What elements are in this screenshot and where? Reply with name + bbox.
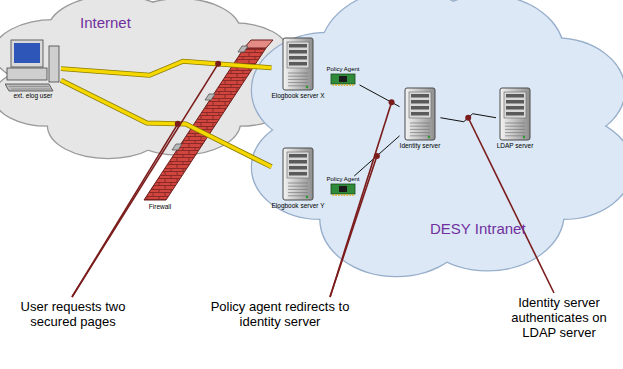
lightning-outline <box>61 80 272 167</box>
leader-dot <box>374 153 380 159</box>
server-node: Identity server <box>400 86 441 149</box>
leader-line <box>72 64 218 297</box>
leader-dot <box>215 61 221 67</box>
leader-dot <box>175 121 181 127</box>
lightning-connection <box>61 61 271 75</box>
computer-node: ext. elog user <box>5 38 61 99</box>
server-node: Elogbook server X <box>271 36 324 99</box>
agent-label: Policy Agent <box>326 66 359 73</box>
cloud-label: DESY Intranet <box>430 220 526 237</box>
leader-dot <box>465 115 471 121</box>
network-link <box>354 136 399 176</box>
network-link <box>360 85 400 107</box>
lightning-connection <box>61 80 272 167</box>
leader-line <box>330 156 377 297</box>
network-link <box>440 114 496 122</box>
callout-text: Identity server authenticates on LDAP se… <box>500 296 618 341</box>
server-label: Elogbook server Y <box>272 202 325 209</box>
computer-icon <box>5 38 61 92</box>
policy-agent-node: Policy Agent <box>326 176 359 196</box>
server-label: Elogbook server X <box>271 92 324 99</box>
cloud-label: Internet <box>80 14 131 31</box>
leader-dot <box>389 99 395 105</box>
server-icon <box>401 86 439 142</box>
label-box: Firewall <box>138 203 182 210</box>
server-label: Identity server <box>400 142 441 149</box>
server-node: LDAP server <box>496 86 534 149</box>
policy-agent-node: Policy Agent <box>326 66 359 86</box>
leader-lines <box>72 61 554 297</box>
callout-text: User requests two secured pages <box>12 300 134 330</box>
network-cloud: DESY Intranet Elogbook server X Policy Age… <box>252 0 623 276</box>
lightning-outline <box>61 61 271 75</box>
network-cloud: Internet ext. elog user <box>0 0 294 158</box>
server-label: LDAP server <box>497 142 534 149</box>
server-icon <box>496 86 534 142</box>
leader-line <box>468 118 554 293</box>
firewall-top <box>244 40 273 48</box>
policy-agent-card <box>330 73 356 86</box>
leader-line <box>330 102 392 297</box>
server-icon <box>279 146 317 202</box>
label-box: Policy agent redirects to identity serve… <box>195 300 365 330</box>
firewall-label: Firewall <box>138 203 182 210</box>
server-icon <box>279 36 317 92</box>
callout-text: Policy agent redirects to identity serve… <box>195 300 365 330</box>
computer-label: ext. elog user <box>13 92 52 99</box>
server-node: Elogbook server Y <box>272 146 325 209</box>
agent-label: Policy Agent <box>326 176 359 183</box>
policy-agent-card <box>330 183 356 196</box>
leader-line <box>72 124 178 297</box>
label-box: Identity server authenticates on LDAP se… <box>500 296 618 341</box>
label-box: User requests two secured pages <box>12 300 134 330</box>
